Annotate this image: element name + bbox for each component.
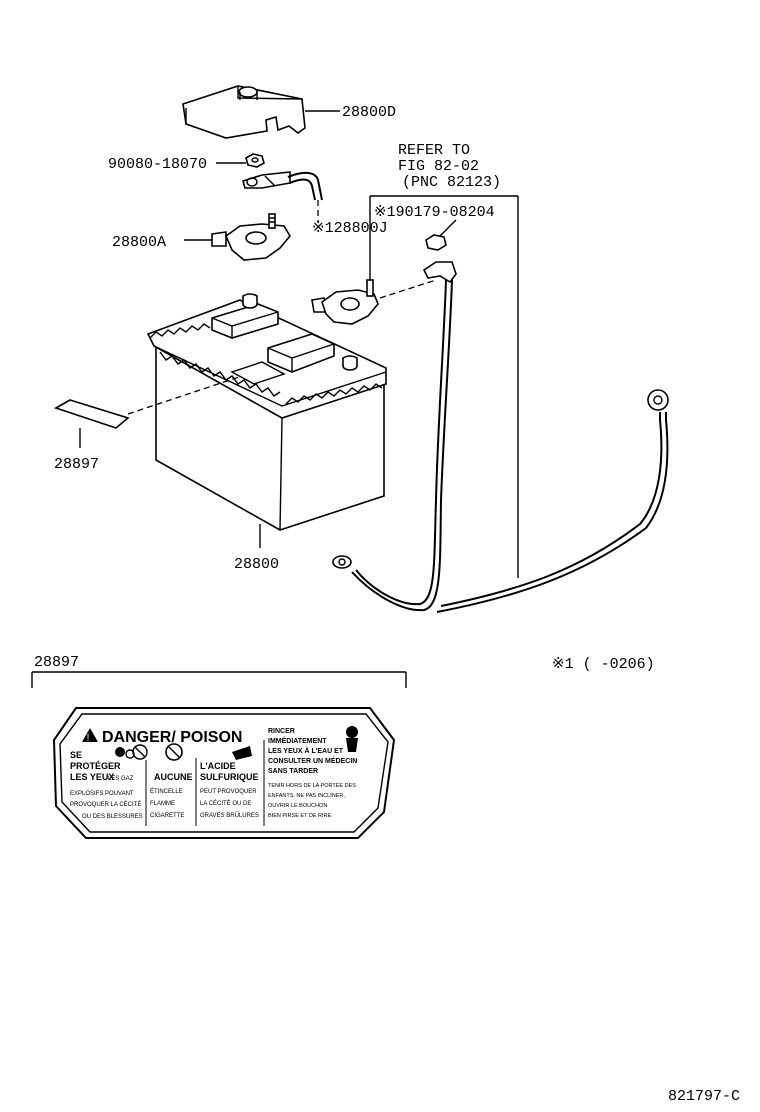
warning-label	[52, 707, 396, 839]
label-plate-icon	[54, 399, 130, 429]
diagram-code: 821797-C	[668, 1088, 740, 1105]
nut-icon	[425, 234, 447, 251]
part-label-90080-18070: 90080-18070	[108, 156, 207, 173]
part-label-28800: 28800	[234, 556, 279, 573]
svg-text:ÉTINCELLE: ÉTINCELLE	[150, 788, 183, 795]
nut-icon	[245, 153, 265, 168]
applicability-note: ※1 ( -0206)	[552, 656, 655, 673]
label-column-no-spark: AUCUNE ÉTINCELLE FLAMME CIGARETTE	[150, 772, 193, 819]
svg-text:CONSULTER UN MÉDECIN: CONSULTER UN MÉDECIN	[268, 756, 357, 765]
detail-part-label-28897: 28897	[34, 654, 79, 671]
svg-text:!: !	[87, 733, 90, 744]
svg-text:LA CÉCITÉ OU DE: LA CÉCITÉ OU DE	[200, 800, 251, 807]
svg-text:EXPLOSIFS POUVANT: EXPLOSIFS POUVANT	[70, 791, 134, 797]
refer-to-line2: FIG 82-02	[398, 158, 479, 175]
svg-text:GRAVES BRÛLURES: GRAVES BRÛLURES	[200, 812, 259, 819]
terminal-cover-icon	[182, 85, 306, 139]
svg-text:PEUT PROVOQUER: PEUT PROVOQUER	[200, 789, 257, 795]
svg-text:FLAMME: FLAMME	[150, 801, 175, 807]
svg-text:TENIR HORS DE LA PORTÉE DES: TENIR HORS DE LA PORTÉE DES	[268, 782, 356, 789]
svg-text:AUCUNE: AUCUNE	[154, 772, 193, 782]
svg-text:L'ACIDE: L'ACIDE	[200, 761, 236, 771]
svg-text:ENFANTS. NE PAS INCLINER,: ENFANTS. NE PAS INCLINER,	[268, 793, 345, 799]
svg-text:LES GAZ: LES GAZ	[108, 776, 134, 782]
svg-text:IMMÉDIATEMENT: IMMÉDIATEMENT	[268, 736, 327, 745]
warning-triangle-icon: !	[82, 728, 98, 744]
no-smoking-icon	[165, 743, 183, 761]
label-column-rinse: RINCER IMMÉDIATEMENT LES YEUX À L'EAU ET…	[268, 728, 357, 819]
no-flame-icon	[132, 744, 148, 760]
part-label-28800A: 28800A	[112, 234, 166, 251]
part-label-28800D: 28800D	[342, 104, 396, 121]
svg-text:OUVRIR LE BOUCHON: OUVRIR LE BOUCHON	[268, 803, 327, 809]
child-icon	[346, 726, 358, 752]
label-column-acid: L'ACIDE SULFURIQUE PEUT PROVOQUER LA CÉC…	[200, 761, 259, 819]
svg-text:SANS TARDER: SANS TARDER	[268, 768, 318, 775]
svg-text:OU DES BLESSURES: OU DES BLESSURES	[82, 814, 143, 820]
label-title: DANGER/ POISON	[102, 729, 242, 746]
svg-text:LES YEUX: LES YEUX	[70, 772, 114, 782]
svg-text:PROTÉGER: PROTÉGER	[70, 761, 121, 771]
terminal-clamp-icon	[211, 213, 291, 261]
part-label-28897: 28897	[54, 456, 99, 473]
label-column-protect: SE PROTÉGER LES YEUX LES GAZ EXPLOSIFS P…	[70, 750, 143, 820]
cable-lug-icon	[242, 171, 323, 201]
svg-text:PROVOQUER LA CÉCITÉ: PROVOQUER LA CÉCITÉ	[70, 801, 141, 808]
svg-text:LES YEUX À L'EAU ET: LES YEUX À L'EAU ET	[268, 746, 344, 755]
refer-to-line1: REFER TO	[398, 142, 470, 159]
acid-hand-icon	[232, 746, 252, 760]
svg-text:RINCER: RINCER	[268, 728, 295, 735]
refer-to-line3: (PNC 82123)	[402, 174, 501, 191]
svg-text:BIEN PIRSE ET DE RIRE.: BIEN PIRSE ET DE RIRE.	[268, 813, 333, 819]
part-label-128800J: ※128800J	[312, 220, 388, 237]
battery-icon	[146, 293, 387, 531]
cable-icon	[332, 261, 669, 613]
terminal-clamp-icon	[311, 279, 379, 325]
svg-text:SULFURIQUE: SULFURIQUE	[200, 772, 259, 782]
svg-text:SE: SE	[70, 750, 82, 760]
svg-text:CIGARETTE: CIGARETTE	[150, 813, 184, 819]
part-label-190179-08204: ※190179-08204	[374, 204, 495, 221]
